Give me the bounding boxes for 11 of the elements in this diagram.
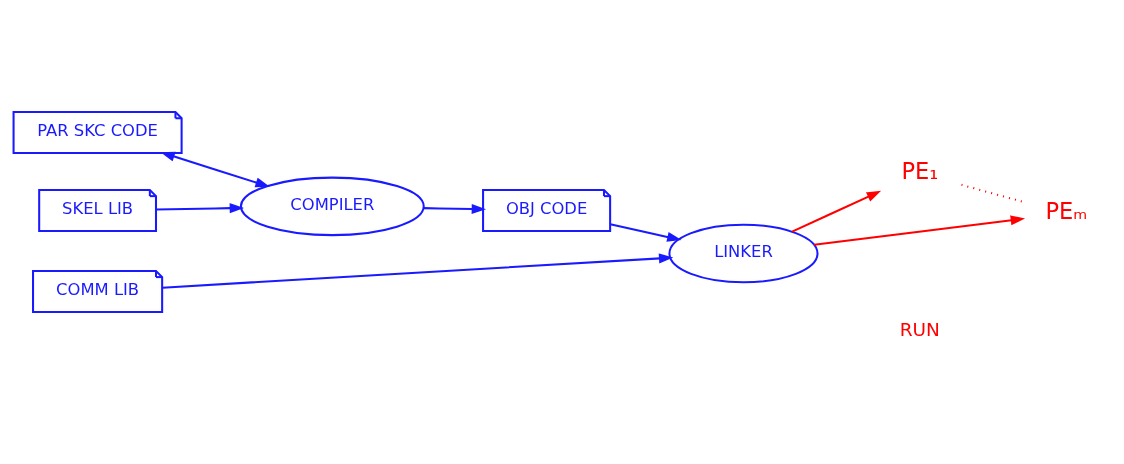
arrow	[791, 190, 882, 233]
arrow	[156, 202, 245, 213]
arrow	[160, 151, 270, 187]
arrow	[162, 252, 674, 289]
arrow	[610, 222, 682, 242]
arrow	[814, 214, 1026, 246]
node-text: PE₁	[901, 157, 939, 184]
node-text: PEₘ	[1045, 197, 1088, 224]
label: RUN	[899, 318, 940, 340]
arrow	[423, 203, 487, 214]
connector	[961, 183, 1023, 203]
